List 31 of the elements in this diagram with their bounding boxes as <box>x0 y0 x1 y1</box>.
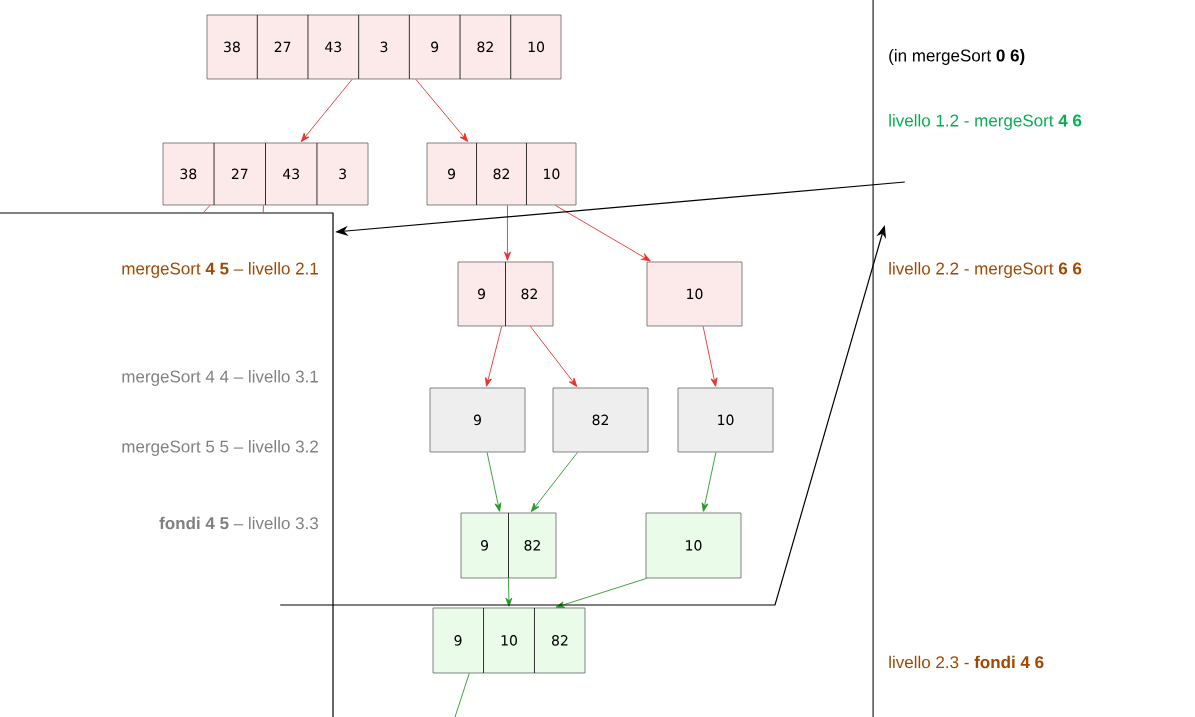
arrow <box>504 204 511 261</box>
array-box: 10 <box>645 512 742 579</box>
array-box: 9 82 <box>460 512 557 579</box>
array-box: 38 27 43 3 <box>162 142 369 206</box>
array-box: 38 27 43 3 9 82 10 <box>206 14 562 80</box>
arrow <box>529 325 578 387</box>
array-box: 10 <box>646 261 743 327</box>
arrow <box>300 78 353 143</box>
annotation-text: livello 1.2 - mergeSort 4 6 <box>889 114 1082 130</box>
annotation-text: mergeSort 4 5 – livello 2.1 <box>122 262 318 278</box>
annotation-text: mergeSort 4 4 – livello 3.1 <box>122 370 318 386</box>
arrow <box>415 78 469 143</box>
arrow <box>554 204 651 262</box>
arrow <box>702 325 718 387</box>
arrow <box>486 451 502 512</box>
annotation-text: mergeSort 5 5 – livello 3.2 <box>122 440 318 456</box>
annotation-text: (in mergeSort 0 6) <box>889 49 1025 65</box>
arrow <box>701 451 717 512</box>
array-box: 9 82 <box>457 261 554 327</box>
annotation-text: livello 2.3 - fondi 4 6 <box>889 655 1044 669</box>
arrow <box>555 577 647 608</box>
array-box: 10 <box>677 387 774 453</box>
annotation-text: fondi 4 5 – livello 3.3 <box>159 516 319 530</box>
array-box: 9 82 10 <box>426 142 577 206</box>
arrow <box>505 577 513 607</box>
array-box: 82 <box>552 387 649 453</box>
annotation-text: livello 2.2 - mergeSort 6 6 <box>889 262 1082 278</box>
array-box: 9 <box>429 387 526 453</box>
arrow <box>485 325 503 387</box>
array-box: 9 10 82 <box>432 607 586 674</box>
arrow <box>530 451 578 512</box>
